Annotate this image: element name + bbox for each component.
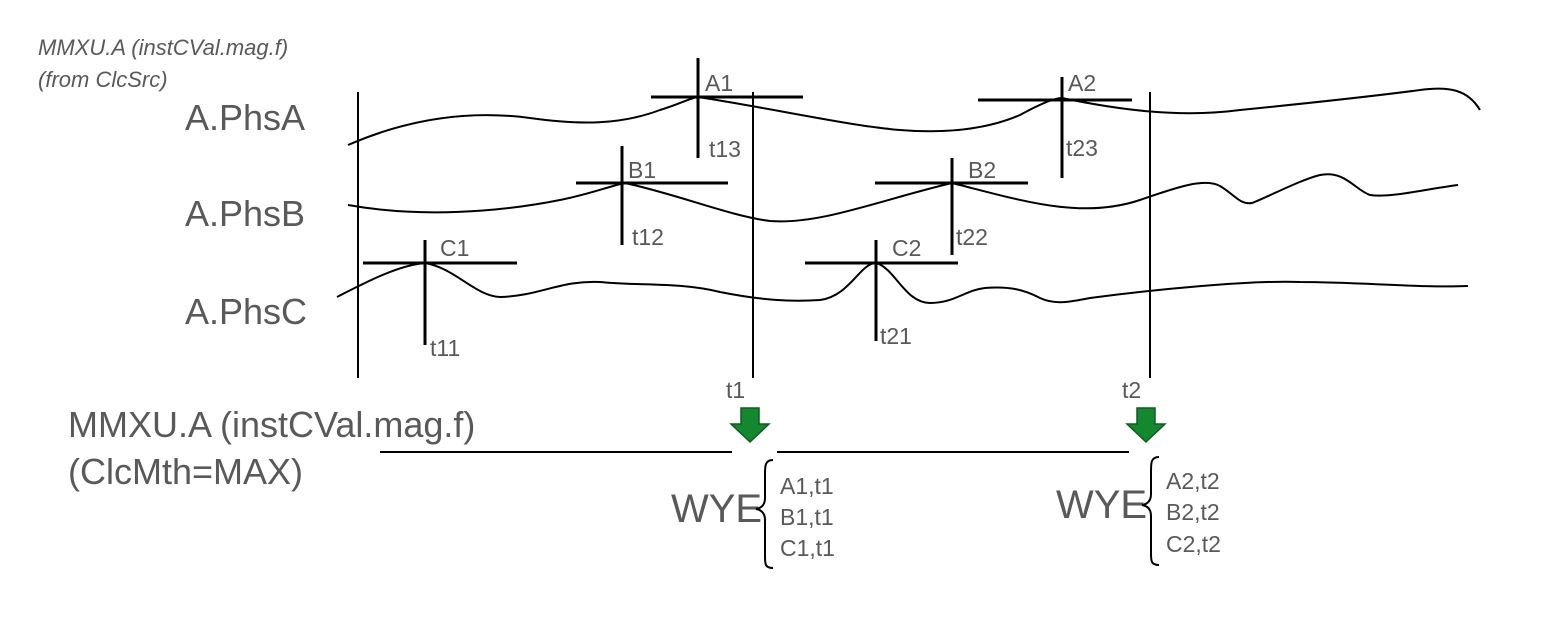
- result-label: MMXU.A (instCVal.mag.f): [68, 404, 475, 445]
- wye-entry: B1,t1: [780, 504, 834, 530]
- phase-c-waveform: [336, 261, 1469, 305]
- wye-label: WYE: [671, 487, 762, 531]
- brace-icon: [755, 459, 774, 569]
- phase-b-waveform: [347, 173, 1459, 223]
- wye-entry: C1,t1: [780, 535, 835, 561]
- time-t11-label: t11: [430, 335, 460, 361]
- peak-marker-b2: [875, 158, 1028, 255]
- brace-icon: [1141, 456, 1160, 566]
- peak-marker-a1: [651, 58, 803, 158]
- time-t12-label: t12: [632, 224, 664, 250]
- arrow-down-icon: [1125, 407, 1167, 444]
- interval-t2-label: t2: [1122, 377, 1141, 403]
- peak-b2-label: B2: [968, 157, 996, 183]
- peak-c2-label: C2: [892, 235, 921, 261]
- time-t22-label: t22: [956, 224, 988, 250]
- peak-marker-b1: [576, 146, 728, 245]
- peak-marker-c2: [805, 240, 958, 341]
- result-method: (ClcMth=MAX): [68, 451, 303, 492]
- peak-marker-a2: [978, 77, 1132, 178]
- wye-result-t2: WYE A2,t2 B2,t2 C2,t2: [1056, 456, 1221, 566]
- phase-b-label: A.PhsB: [185, 193, 305, 234]
- time-t23-label: t23: [1066, 135, 1098, 161]
- time-t21-label: t21: [880, 323, 912, 349]
- peak-a1-label: A1: [705, 70, 733, 96]
- wye-entry: A1,t1: [780, 473, 834, 499]
- phase-c-label: A.PhsC: [185, 291, 307, 332]
- wye-entry: B2,t2: [1166, 499, 1220, 525]
- phase-a-waveform: [347, 87, 1481, 146]
- phase-a-label: A.PhsA: [185, 97, 305, 138]
- time-t13-label: t13: [709, 136, 741, 162]
- peak-c1-label: C1: [440, 235, 469, 261]
- peak-b1-label: B1: [628, 157, 656, 183]
- arrow-down-icon: [729, 407, 771, 444]
- source-subtitle: (from ClcSrc): [38, 67, 168, 92]
- wye-label: WYE: [1056, 483, 1147, 527]
- wye-entry: A2,t2: [1166, 468, 1220, 494]
- source-label: MMXU.A (instCVal.mag.f): [38, 35, 288, 60]
- interval-t1-label: t1: [726, 377, 745, 403]
- peak-a2-label: A2: [1068, 70, 1096, 96]
- peak-marker-c1: [363, 240, 517, 345]
- wye-entry: C2,t2: [1166, 531, 1221, 557]
- wye-result-t1: WYE A1,t1 B1,t1 C1,t1: [671, 459, 835, 569]
